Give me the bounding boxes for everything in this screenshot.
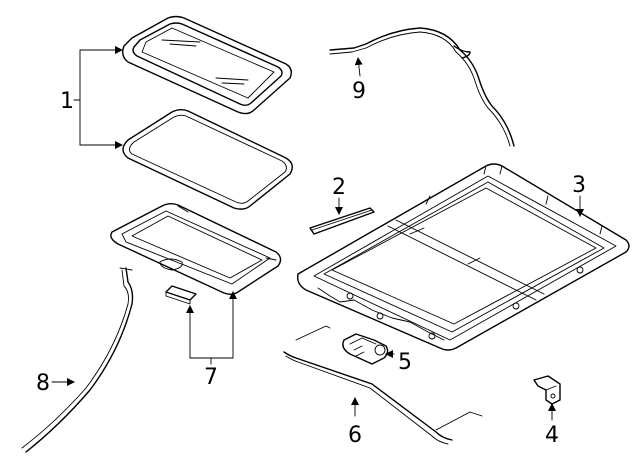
callout-2: 2 [332, 175, 346, 200]
callout-9: 9 [352, 79, 366, 104]
wind-deflector [309, 207, 375, 235]
callout-1-leader [73, 46, 123, 149]
sunroof-motor [342, 333, 389, 365]
drain-hose-rear [329, 27, 515, 147]
callout-1: 1 [60, 89, 74, 114]
sunshade [110, 203, 282, 295]
callout-6: 6 [348, 423, 362, 448]
callout-4: 4 [545, 423, 559, 448]
callout-8: 8 [36, 371, 50, 396]
drain-hose-front [21, 267, 134, 453]
frame-seal-strip [283, 325, 483, 445]
sunshade-clip [165, 285, 197, 305]
callout-7: 7 [204, 365, 218, 390]
callout-3: 3 [572, 173, 586, 198]
sunroof-frame [296, 163, 630, 351]
callout-7-leader [186, 291, 237, 365]
glass-seal [122, 109, 293, 210]
callout-9-leader [354, 57, 363, 77]
glass-panel [121, 15, 293, 115]
mounting-bracket [533, 375, 561, 405]
callout-5: 5 [398, 350, 412, 375]
